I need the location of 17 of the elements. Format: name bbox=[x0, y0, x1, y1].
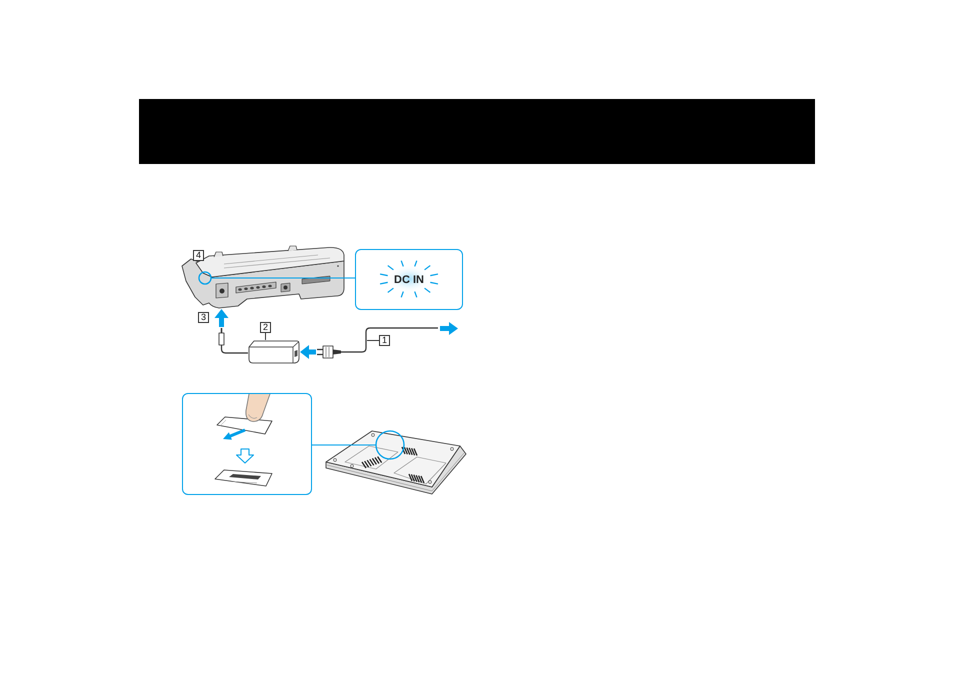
arrow bbox=[300, 345, 316, 359]
leader-line bbox=[312, 444, 376, 446]
callout-number: 2 bbox=[260, 322, 271, 333]
callout-number: 3 bbox=[198, 312, 209, 323]
highlight-circle bbox=[376, 431, 404, 459]
dc-plug-drawing bbox=[216, 327, 248, 356]
inset-panel bbox=[355, 249, 463, 310]
highlight-circle bbox=[199, 272, 211, 284]
callout-number: 4 bbox=[193, 250, 204, 261]
leader-line bbox=[265, 332, 266, 340]
power-plug-drawing bbox=[316, 344, 342, 360]
port-label: DC IN bbox=[394, 274, 424, 286]
inset-panel bbox=[182, 393, 312, 495]
ac-adapter-drawing bbox=[248, 340, 300, 364]
callout-number: 1 bbox=[379, 335, 390, 346]
arrow bbox=[214, 309, 228, 327]
leader-line bbox=[366, 340, 380, 341]
